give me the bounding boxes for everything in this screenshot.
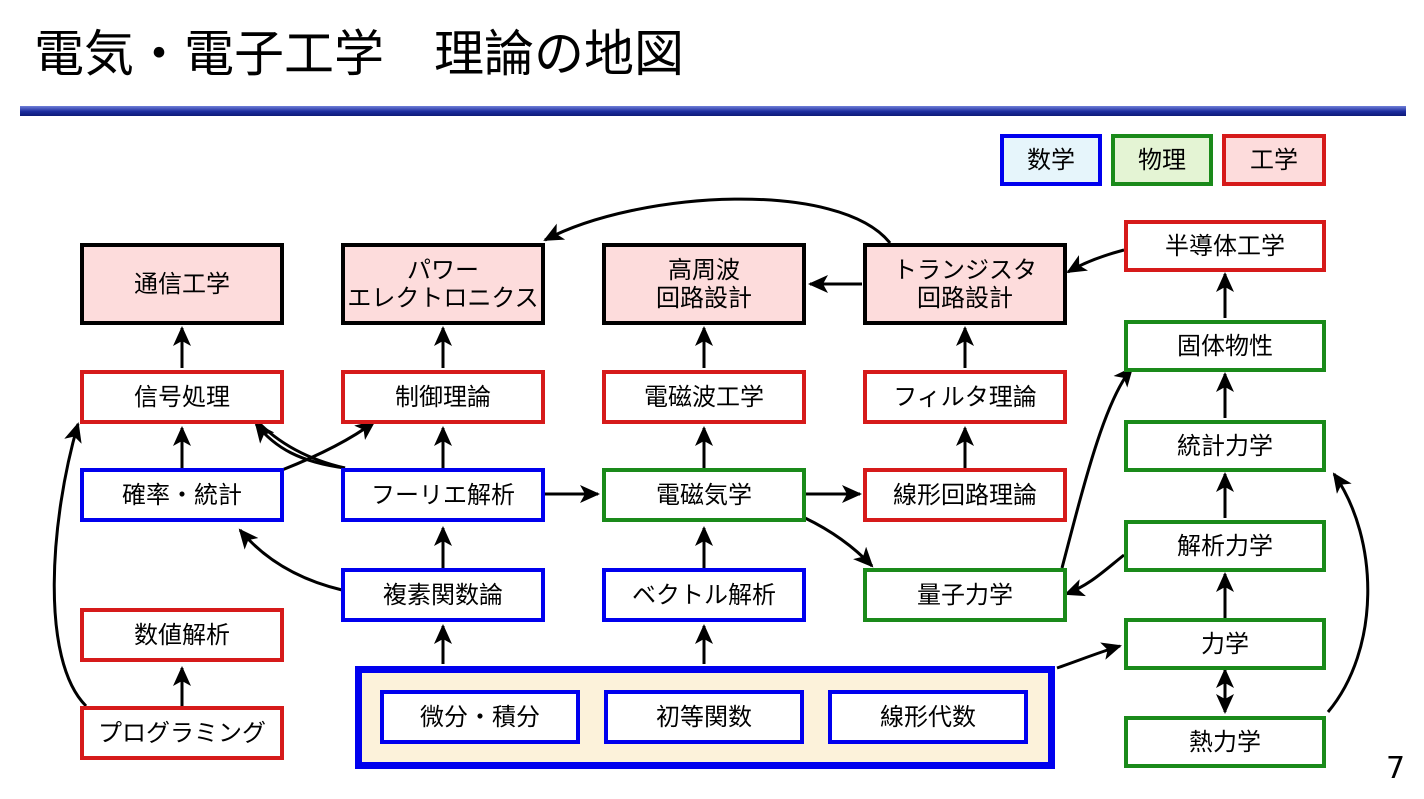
node-communication-label: 通信工学 (134, 270, 230, 298)
node-highfreq-label-1: 高周波 (668, 256, 740, 284)
arrow-thermo-to-stat (1326, 472, 1370, 713)
node-electromagnetism: 電磁気学 (602, 468, 806, 522)
node-quantum-label: 量子力学 (917, 581, 1013, 609)
node-elementary-functions: 初等関数 (604, 690, 804, 744)
arrow-basis-to-mechanics (1056, 642, 1122, 670)
node-semiconductor-label: 半導体工学 (1165, 232, 1285, 260)
node-vector-analysis: ベクトル解析 (602, 568, 806, 622)
legend-math: 数学 (1000, 134, 1102, 186)
node-signal-processing: 信号処理 (80, 370, 284, 424)
node-control-theory: 制御理論 (341, 370, 545, 424)
node-communication-engineering: 通信工学 (80, 243, 284, 325)
node-fourier-analysis: フーリエ解析 (341, 468, 545, 522)
node-em-label: 電磁気学 (656, 481, 752, 509)
node-transistor-label-2: 回路設計 (917, 284, 1013, 312)
node-calculus: 微分・積分 (380, 690, 580, 744)
node-numerical-label: 数値解析 (134, 621, 230, 649)
node-linear-algebra: 線形代数 (828, 690, 1028, 744)
node-probability-label: 確率・統計 (122, 481, 242, 509)
node-linear-circuit-theory: 線形回路理論 (863, 468, 1067, 522)
node-complex-label: 複素関数論 (383, 581, 503, 609)
arrow-transistor-to-power (543, 197, 892, 244)
node-analytical-mechanics: 解析力学 (1124, 520, 1326, 572)
node-mechanics: 力学 (1124, 618, 1326, 670)
node-mechanics-label: 力学 (1201, 630, 1249, 658)
arrow-prob-to-control (281, 420, 376, 472)
legend-physics-label: 物理 (1138, 146, 1186, 174)
legend-math-label: 数学 (1027, 146, 1075, 174)
node-elementary-label: 初等関数 (656, 703, 752, 731)
node-transistor-label-1: トランジスタ (893, 256, 1037, 284)
node-analytical-label: 解析力学 (1177, 532, 1273, 560)
arrow-quantum-to-solid (1060, 366, 1134, 569)
node-linear-algebra-label: 線形代数 (880, 703, 976, 731)
arrow-em-to-quantum (804, 516, 874, 568)
node-linear-circuit-label: 線形回路理論 (893, 481, 1037, 509)
node-power-electronics: パワーエレクトロニクス (341, 243, 545, 325)
node-highfreq-label-2: 回路設計 (656, 284, 752, 312)
page-number: 7 (1386, 751, 1406, 786)
node-programming-label: プログラミング (98, 719, 266, 747)
arrow-analytical-to-quantum (1064, 553, 1125, 597)
legend-physics: 物理 (1111, 134, 1213, 186)
node-transistor-circuit: トランジスタ回路設計 (863, 243, 1067, 325)
legend-engineering-label: 工学 (1250, 146, 1298, 174)
node-filter-label: フィルタ理論 (893, 383, 1037, 411)
node-high-frequency-circuit: 高周波回路設計 (602, 243, 806, 325)
node-vector-label: ベクトル解析 (632, 581, 776, 609)
node-statistical-mechanics: 統計力学 (1124, 420, 1326, 472)
arrow-complex-to-prob (238, 528, 343, 592)
node-probability-statistics: 確率・統計 (80, 468, 284, 522)
legend-engineering: 工学 (1222, 134, 1326, 186)
node-quantum-mechanics: 量子力学 (863, 568, 1067, 622)
node-signal-label: 信号処理 (134, 383, 230, 411)
node-thermodynamics: 熱力学 (1124, 716, 1326, 768)
node-semiconductor-engineering: 半導体工学 (1124, 220, 1326, 272)
node-power-label-1: パワー (407, 256, 479, 284)
node-power-label-2: エレクトロニクス (347, 284, 539, 312)
node-numerical-analysis: 数値解析 (80, 608, 284, 662)
node-control-label: 制御理論 (395, 383, 491, 411)
node-filter-theory: フィルタ理論 (863, 370, 1067, 424)
node-solid-state-physics: 固体物性 (1124, 320, 1326, 372)
page-title: 電気・電子工学 理論の地図 (34, 25, 684, 83)
node-stat-label: 統計力学 (1177, 432, 1273, 460)
arrow-fourier-to-signal-head (254, 422, 346, 470)
node-calculus-label: 微分・積分 (420, 703, 540, 731)
node-emwave-label: 電磁波工学 (644, 383, 764, 411)
node-complex-analysis: 複素関数論 (341, 568, 545, 622)
arrow-programming-to-signal (52, 422, 88, 708)
node-programming: プログラミング (80, 706, 284, 760)
node-thermo-label: 熱力学 (1189, 728, 1261, 756)
title-underline (20, 106, 1406, 116)
arrow-semiconductor-to-transistor (1066, 248, 1125, 274)
node-fourier-label: フーリエ解析 (371, 481, 515, 509)
node-solid-label: 固体物性 (1177, 332, 1273, 360)
node-em-wave-engineering: 電磁波工学 (602, 370, 806, 424)
